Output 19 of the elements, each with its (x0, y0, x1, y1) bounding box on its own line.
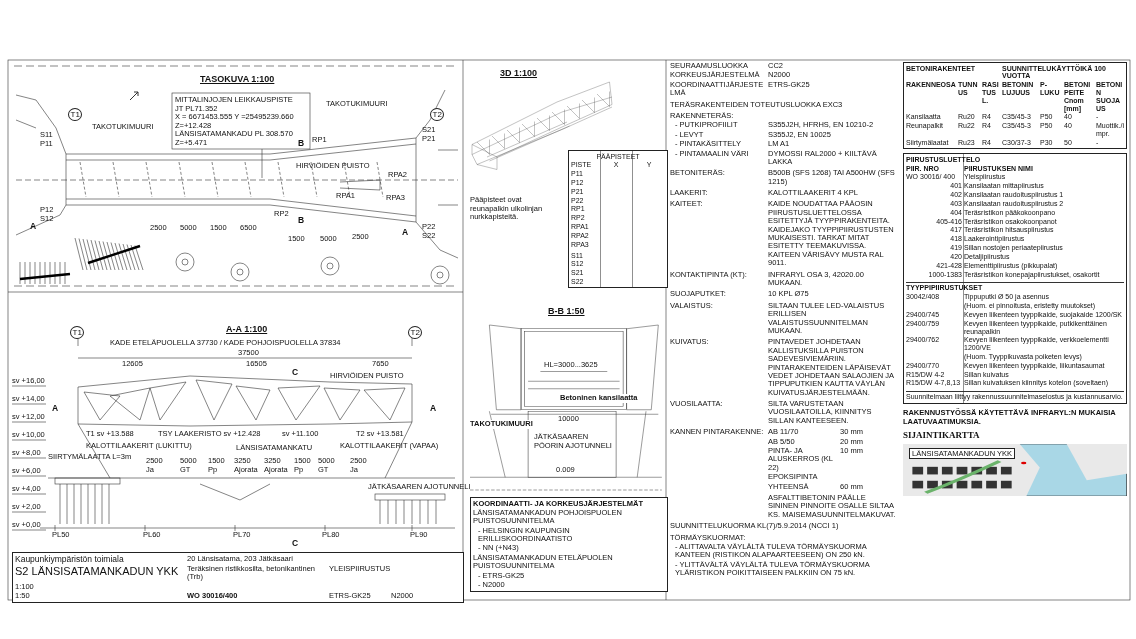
support-marker: T2 (408, 326, 423, 340)
section-marker: C (292, 539, 299, 549)
support-marker: T1 (70, 326, 85, 340)
organisation-name: Kaupunkiympäristön toimiala (15, 554, 125, 564)
section-marker: B (298, 139, 305, 149)
view-title: TASOKUVA 1:100 (200, 74, 275, 85)
view-title: 3D 1:100 (500, 68, 538, 79)
view-title: A-A 1:100 (226, 324, 268, 335)
section-marker: A (52, 404, 59, 414)
section-marker: A (30, 222, 37, 232)
map-title: SIJAINTIKARTTA (903, 429, 981, 441)
section-marker: A (430, 404, 437, 414)
support-marker: T1 (68, 108, 83, 122)
support-marker: T2 (430, 108, 445, 122)
section-marker: B (298, 216, 305, 226)
view-title: B-B 1:50 (548, 306, 585, 317)
section-marker: A (402, 228, 409, 238)
section-marker: C (292, 368, 299, 378)
drawing-title: S2 LÄNSISATAMANKADUN YKK (15, 565, 180, 578)
